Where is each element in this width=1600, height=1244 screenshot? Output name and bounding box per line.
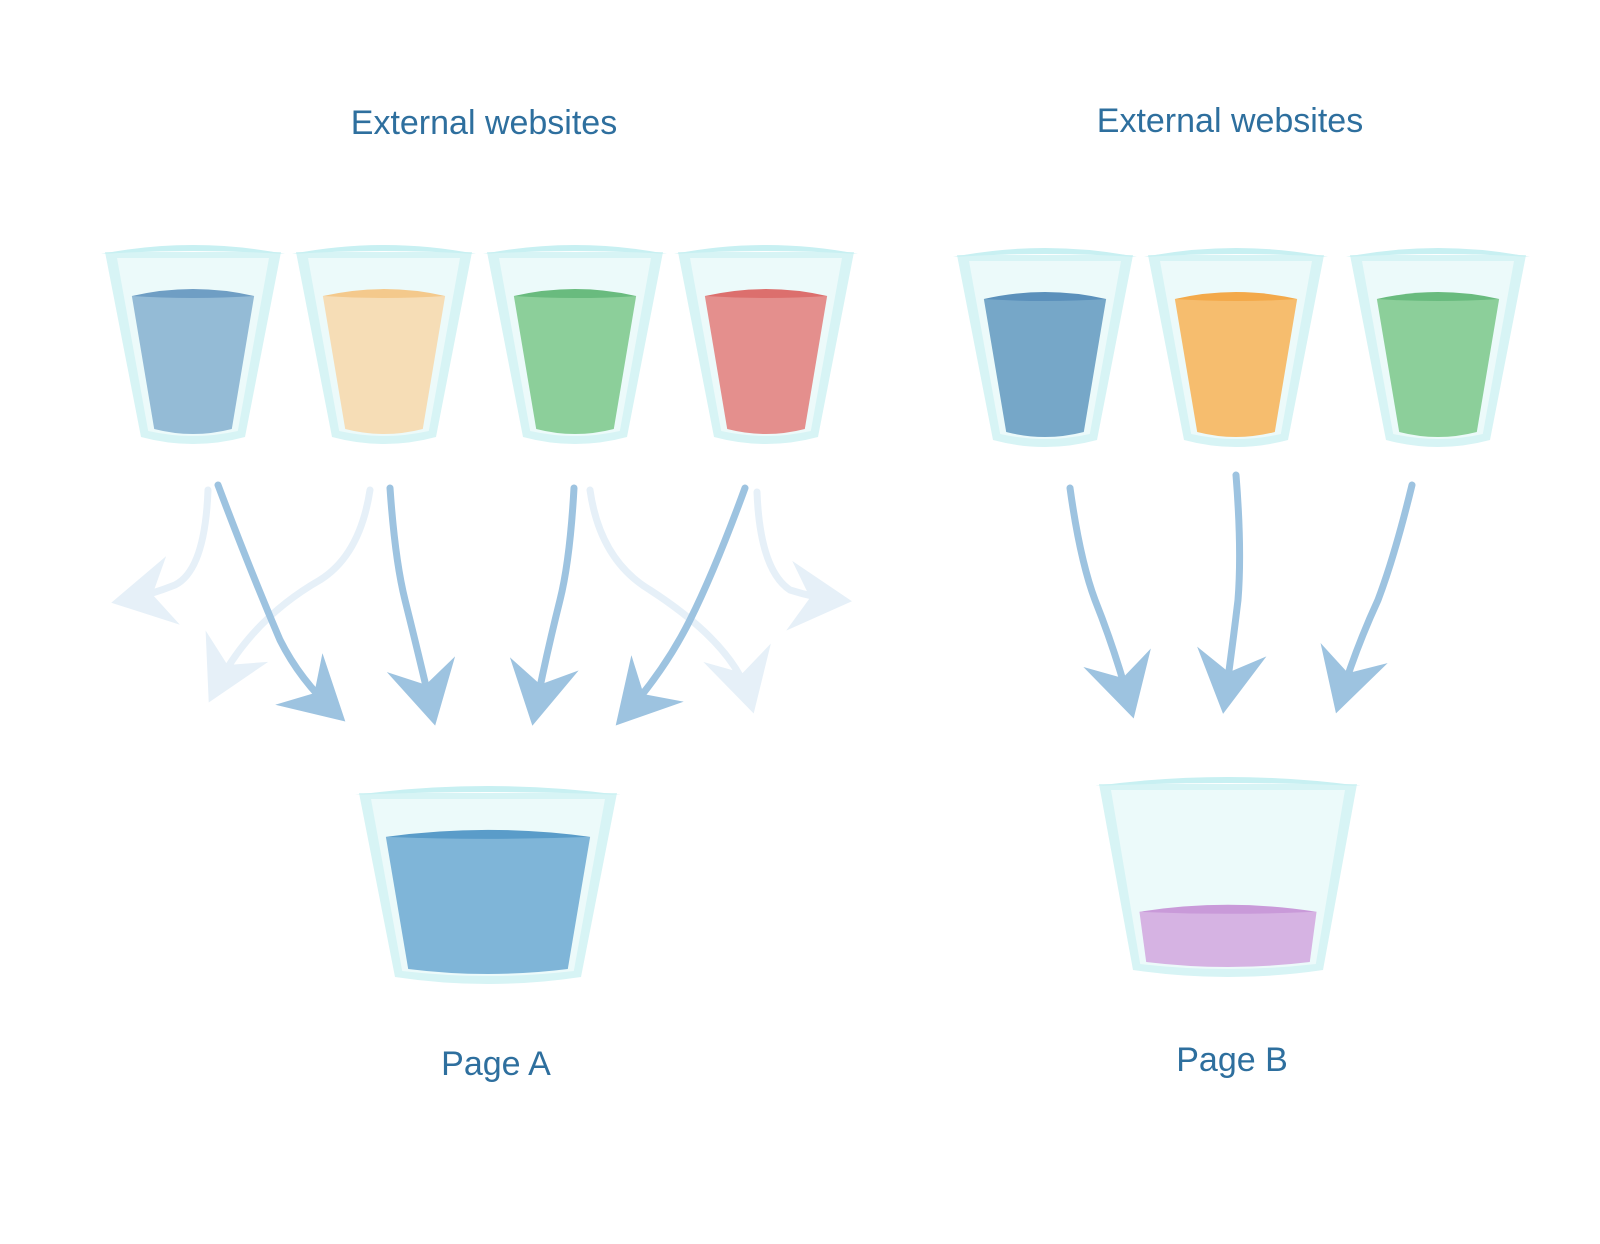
- arrows-layer: [111, 471, 1416, 726]
- strong-arrow-a4: [615, 484, 749, 726]
- strong-arrow-a2: [386, 484, 456, 726]
- right-source-glass-orange-liquid: [1174, 299, 1298, 437]
- faded-arrow-2: [205, 486, 374, 703]
- page-b-glass-liquid-surface: [1139, 904, 1317, 914]
- left-source-glass-green: [483, 245, 667, 444]
- left-source-glass-peach-liquid: [322, 296, 446, 434]
- left-source-glass-green-liquid-surface: [513, 289, 637, 299]
- left-source-glass-blue-liquid: [131, 296, 255, 434]
- faded-arrow-3: [586, 486, 771, 714]
- left-source-glass-red-rim: [674, 245, 858, 254]
- page-a-glass: [355, 786, 621, 984]
- faded-arrow-1: [111, 486, 212, 625]
- page-a-glass-liquid: [385, 836, 591, 974]
- page-b-glass-liquid: [1139, 911, 1317, 967]
- right-source-glass-green: [1346, 248, 1530, 447]
- strong-arrow-b1: [1066, 484, 1151, 719]
- right-source-glass-green-liquid-surface: [1376, 292, 1500, 302]
- right-source-glass-orange: [1144, 248, 1328, 447]
- right-source-glass-blue-liquid: [983, 299, 1107, 437]
- left-source-glass-blue-liquid-surface: [131, 289, 255, 299]
- right-source-glass-blue-liquid-surface: [983, 292, 1107, 302]
- left-source-glass-peach: [292, 245, 476, 444]
- page-b-label: Page B: [1176, 1041, 1288, 1079]
- right-source-glass-blue: [953, 248, 1137, 447]
- right-group-title: External websites: [1096, 102, 1364, 140]
- glasses-layer: [101, 245, 1530, 984]
- faded-arrow-4: [753, 488, 852, 631]
- left-group-title: External websites: [350, 104, 618, 142]
- left-source-glass-peach-rim: [292, 245, 476, 254]
- strong-arrow-a3: [509, 484, 579, 726]
- page-a-glass-rim: [355, 786, 621, 795]
- right-source-glass-green-rim: [1346, 248, 1530, 257]
- strong-arrow-b3: [1320, 481, 1416, 714]
- page-b-glass: [1095, 777, 1361, 977]
- left-source-glass-red-liquid: [704, 296, 828, 434]
- page-a-label: Page A: [441, 1045, 551, 1083]
- page-b-glass-rim: [1095, 777, 1361, 786]
- left-source-glass-red: [674, 245, 858, 444]
- strong-arrow-b2: [1197, 471, 1267, 714]
- right-source-glass-blue-rim: [953, 248, 1137, 257]
- right-source-glass-orange-liquid-surface: [1174, 292, 1298, 302]
- left-source-glass-blue: [101, 245, 285, 444]
- left-source-glass-green-rim: [483, 245, 667, 254]
- strong-arrow-a1: [214, 481, 346, 722]
- right-source-glass-green-liquid: [1376, 299, 1500, 437]
- left-source-glass-green-liquid: [513, 296, 637, 434]
- page-a-glass-liquid-surface: [385, 829, 591, 839]
- left-source-glass-red-liquid-surface: [704, 289, 828, 299]
- left-source-glass-peach-liquid-surface: [322, 289, 446, 299]
- left-source-glass-blue-rim: [101, 245, 285, 254]
- right-source-glass-orange-rim: [1144, 248, 1328, 257]
